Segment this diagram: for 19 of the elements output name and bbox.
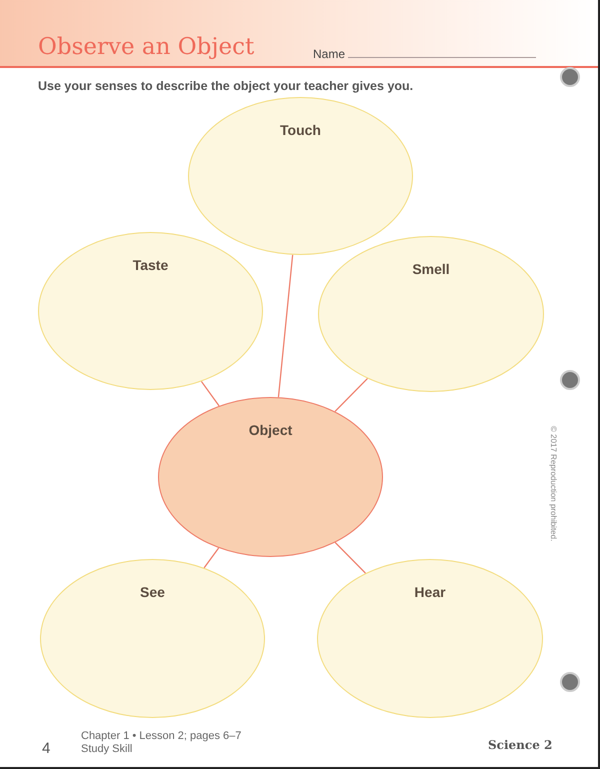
page-number: 4 bbox=[42, 739, 50, 759]
footer-text: Chapter 1 • Lesson 2; pages 6–7 bbox=[81, 730, 242, 743]
oval-label: Touch bbox=[280, 121, 321, 140]
series-title: Science 2 bbox=[488, 737, 552, 754]
connector-line bbox=[200, 381, 220, 406]
instruction-text: Use your senses to describe the object your teacher gives you. bbox=[38, 78, 414, 95]
connector-line bbox=[278, 254, 294, 398]
oval-label: Object bbox=[248, 421, 292, 440]
connector-line bbox=[204, 548, 220, 568]
oval-label: See bbox=[140, 583, 165, 602]
oval-label: Hear bbox=[414, 583, 446, 602]
connector-line bbox=[334, 542, 366, 574]
title: Observe an Object bbox=[38, 36, 254, 59]
oval-label: Taste bbox=[132, 256, 168, 275]
copyright-note: © 2017 Reproduction prohibited. bbox=[548, 426, 559, 544]
name-label: Name bbox=[313, 46, 346, 63]
footer-text: Study Skill bbox=[81, 743, 132, 756]
oval-label: Smell bbox=[412, 260, 450, 279]
connector-line bbox=[334, 378, 368, 412]
